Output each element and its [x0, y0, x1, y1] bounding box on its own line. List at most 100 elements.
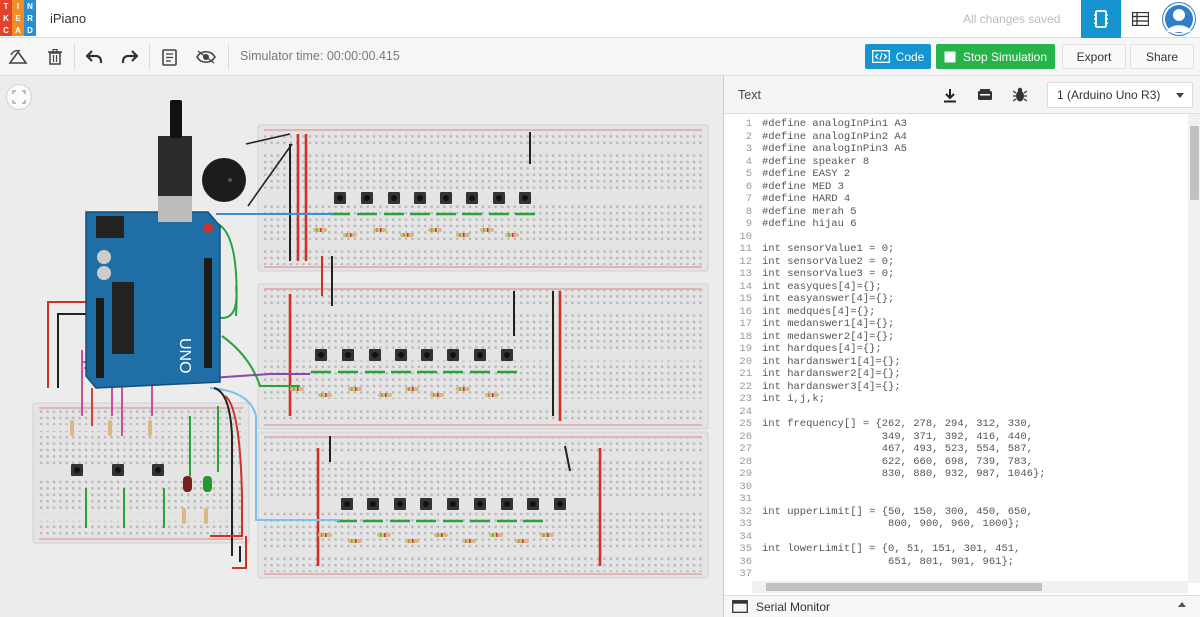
code-line[interactable]: 3#define analogInPin3 A5 — [724, 143, 1188, 156]
resistor-band — [441, 533, 443, 537]
line-number: 8 — [745, 205, 752, 218]
line-number: 28 — [739, 455, 752, 468]
component-list-button[interactable] — [1124, 0, 1156, 38]
resistor-band — [321, 393, 323, 397]
code-line[interactable]: 28 622, 660, 698, 739, 783, — [724, 456, 1188, 469]
line-number: 22 — [739, 380, 752, 393]
vertical-scrollbar[interactable] — [1188, 114, 1200, 583]
code-line[interactable]: 29 830, 880, 932, 987, 1046}; — [724, 468, 1188, 481]
line-number: 27 — [739, 443, 752, 455]
debugger-button[interactable] — [1010, 85, 1030, 105]
breadboard-bottom — [257, 431, 709, 579]
code-line[interactable]: 33 800, 900, 960, 1000}; — [724, 518, 1188, 531]
circuit-canvas[interactable]: UNO — [0, 76, 723, 617]
download-code-button[interactable] — [940, 85, 960, 105]
code-line[interactable]: 1#define analogInPin1 A3 — [724, 118, 1188, 131]
code-mode-select[interactable]: Text — [738, 88, 761, 102]
code-line[interactable]: 6#define MED 3 — [724, 181, 1188, 194]
logo-tile: T — [0, 0, 12, 12]
resistor-band — [408, 387, 410, 391]
wire — [221, 335, 300, 387]
push-button-cap — [372, 352, 378, 358]
rotate-button[interactable] — [7, 46, 29, 68]
code-line[interactable]: 10 — [724, 231, 1188, 244]
code-line[interactable]: 34 — [724, 531, 1188, 544]
user-avatar[interactable] — [1162, 2, 1196, 36]
terminal-strip-top — [264, 153, 702, 192]
line-text: int i,j,k; — [762, 393, 826, 405]
visibility-button[interactable] — [195, 46, 217, 68]
line-text: int lowerLimit[] = {0, 51, 151, 301, 451… — [762, 543, 1021, 555]
device-dropdown[interactable]: 1 (Arduino Uno R3) — [1047, 82, 1193, 108]
chevron-up-icon[interactable] — [1178, 602, 1186, 607]
notes-button[interactable] — [158, 46, 180, 68]
logo-tile: K — [0, 12, 12, 24]
code-line[interactable]: 27 467, 493, 523, 554, 587, — [724, 443, 1188, 456]
code-line[interactable]: 30 — [724, 481, 1188, 494]
code-line[interactable]: 4#define speaker 8 — [724, 156, 1188, 169]
delete-button[interactable] — [44, 46, 66, 68]
code-line[interactable]: 26 349, 371, 392, 416, 440, — [724, 431, 1188, 444]
upload-code-button[interactable] — [975, 85, 995, 105]
serial-monitor-bar[interactable]: Serial Monitor — [724, 595, 1200, 617]
push-button-cap — [345, 352, 351, 358]
code-line[interactable]: 7#define HARD 4 — [724, 193, 1188, 206]
code-line[interactable]: 5#define EASY 2 — [724, 168, 1188, 181]
wire — [217, 223, 238, 317]
share-button[interactable]: Share — [1130, 44, 1194, 69]
code-line[interactable]: 2#define analogInPin2 A4 — [724, 131, 1188, 144]
project-title[interactable]: iPiano — [50, 11, 87, 26]
wire — [245, 133, 291, 145]
power-rail-top — [264, 131, 702, 147]
code-line[interactable]: 8#define merah 5 — [724, 206, 1188, 219]
export-button[interactable]: Export — [1062, 44, 1126, 69]
stop-simulation-button[interactable]: Stop Simulation — [936, 44, 1055, 69]
line-number: 14 — [739, 280, 752, 293]
undo-icon — [86, 50, 102, 63]
line-text: #define analogInPin1 A3 — [762, 118, 907, 130]
code-button[interactable]: Code — [865, 44, 931, 69]
line-number: 20 — [739, 355, 752, 368]
logo-tile: N — [24, 0, 36, 12]
code-line[interactable]: 36 651, 801, 901, 961}; — [724, 556, 1188, 569]
undo-button[interactable] — [83, 46, 105, 68]
horizontal-scrollbar[interactable] — [752, 581, 1188, 593]
horizontal-scrollbar-thumb[interactable] — [766, 583, 1042, 591]
code-line[interactable]: 24 — [724, 406, 1188, 419]
resistor-band — [469, 539, 471, 543]
capacitor — [97, 266, 111, 280]
circuit-drawing[interactable]: UNO — [0, 76, 723, 617]
wire — [209, 373, 310, 379]
code-line[interactable]: 31 — [724, 493, 1188, 506]
chevron-down-icon — [1176, 93, 1184, 98]
circuit-view-button[interactable] — [1081, 0, 1121, 38]
line-number: 12 — [739, 255, 752, 268]
code-line[interactable]: 9#define hijau 6 — [724, 218, 1188, 231]
vertical-scrollbar-thumb[interactable] — [1190, 126, 1199, 200]
resistor-band — [351, 387, 353, 391]
fit-view-button[interactable] — [6, 84, 32, 110]
redo-button[interactable] — [119, 46, 141, 68]
code-line[interactable]: 37 — [724, 568, 1188, 581]
line-text: 467, 493, 523, 554, 587, — [762, 443, 1033, 455]
logo-tile: I — [12, 0, 24, 12]
code-line[interactable]: 38 — [724, 581, 1188, 582]
